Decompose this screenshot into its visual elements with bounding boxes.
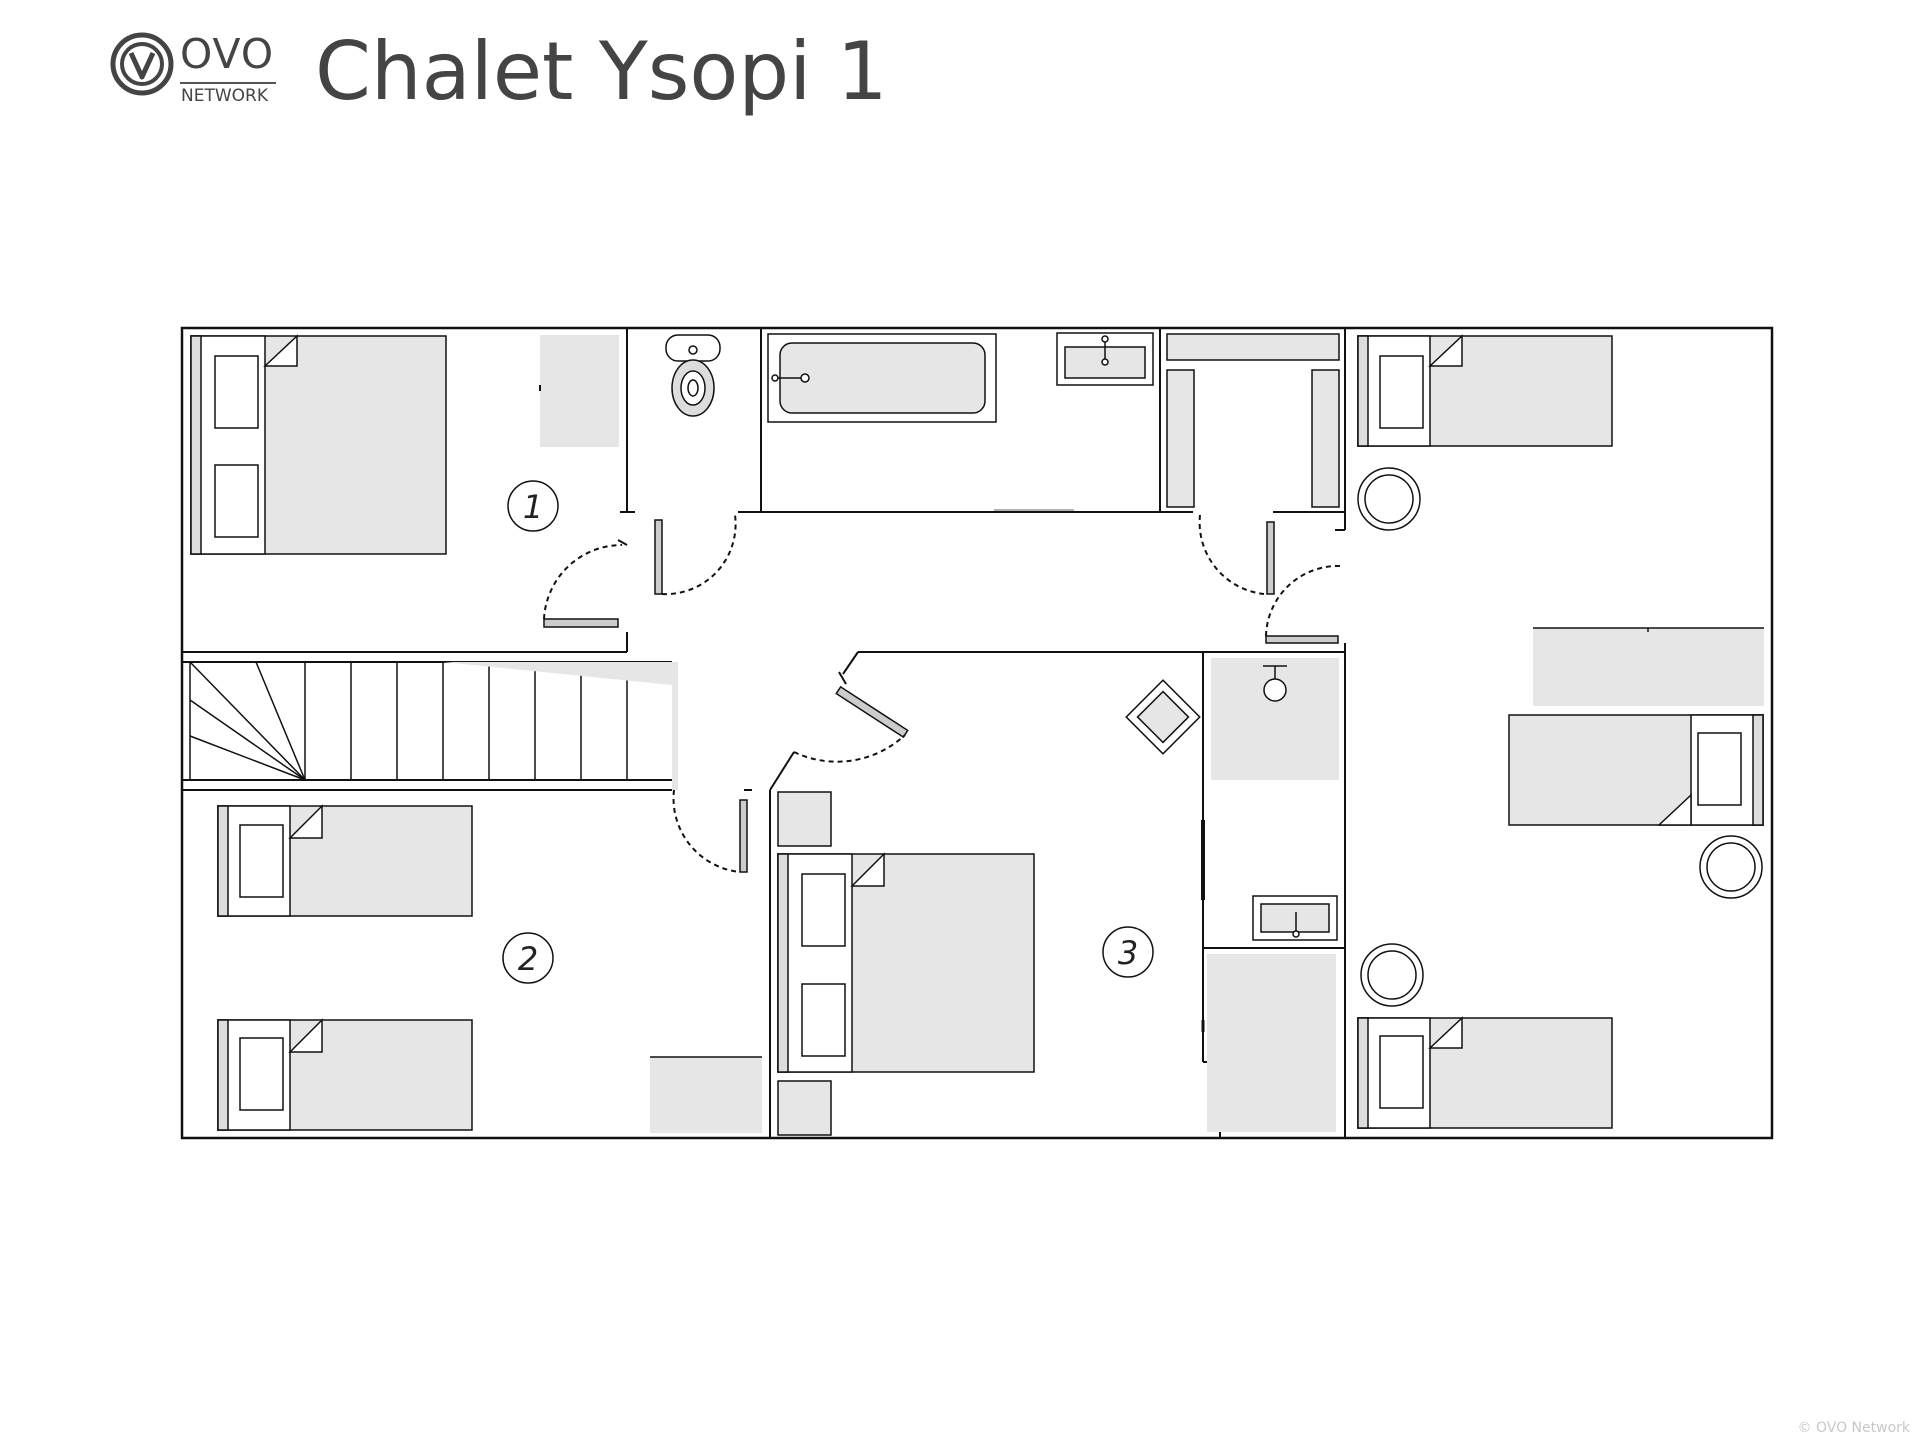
single-bed xyxy=(217,1018,473,1131)
toilet xyxy=(665,334,721,417)
washbasin xyxy=(1252,895,1338,941)
outer-wall xyxy=(180,326,1774,1140)
room-number: 3 xyxy=(1118,934,1138,972)
double-bed xyxy=(190,334,447,555)
wardrobe xyxy=(1533,628,1764,706)
shelving xyxy=(1166,333,1340,508)
staircase xyxy=(189,661,678,790)
wardrobe xyxy=(540,335,619,447)
nightstand xyxy=(1357,467,1421,531)
double-bed xyxy=(777,852,1035,1073)
single-bed xyxy=(1357,1016,1613,1129)
bathtub xyxy=(767,333,997,423)
room-marker-3: 3 xyxy=(1102,926,1154,978)
nightstand xyxy=(777,791,832,847)
shower xyxy=(1211,658,1339,780)
nightstand xyxy=(1360,943,1424,1007)
room-number: 1 xyxy=(523,488,543,526)
room-marker-2: 2 xyxy=(502,932,554,984)
washbasin xyxy=(1056,332,1154,386)
single-bed xyxy=(1357,334,1613,447)
room-number: 2 xyxy=(518,940,538,978)
single-bed xyxy=(1508,714,1764,826)
armchair xyxy=(1125,679,1201,755)
ovo-logo: OVO NETWORK xyxy=(110,28,280,118)
single-bed xyxy=(217,804,473,917)
logo-text: OVO xyxy=(180,30,275,78)
wardrobe xyxy=(1207,954,1336,1132)
room-marker-1: 1 xyxy=(507,480,559,532)
logo-divider xyxy=(180,82,276,84)
nightstand xyxy=(1699,835,1763,899)
wardrobe xyxy=(650,1057,762,1133)
copyright-notice: © OVO Network xyxy=(1797,1420,1910,1436)
nightstand xyxy=(777,1080,832,1136)
page-title: Chalet Ysopi 1 xyxy=(315,25,888,118)
doors xyxy=(543,514,1341,873)
logo-subtext: NETWORK xyxy=(181,86,268,106)
ovo-circle-v-icon xyxy=(110,32,174,96)
